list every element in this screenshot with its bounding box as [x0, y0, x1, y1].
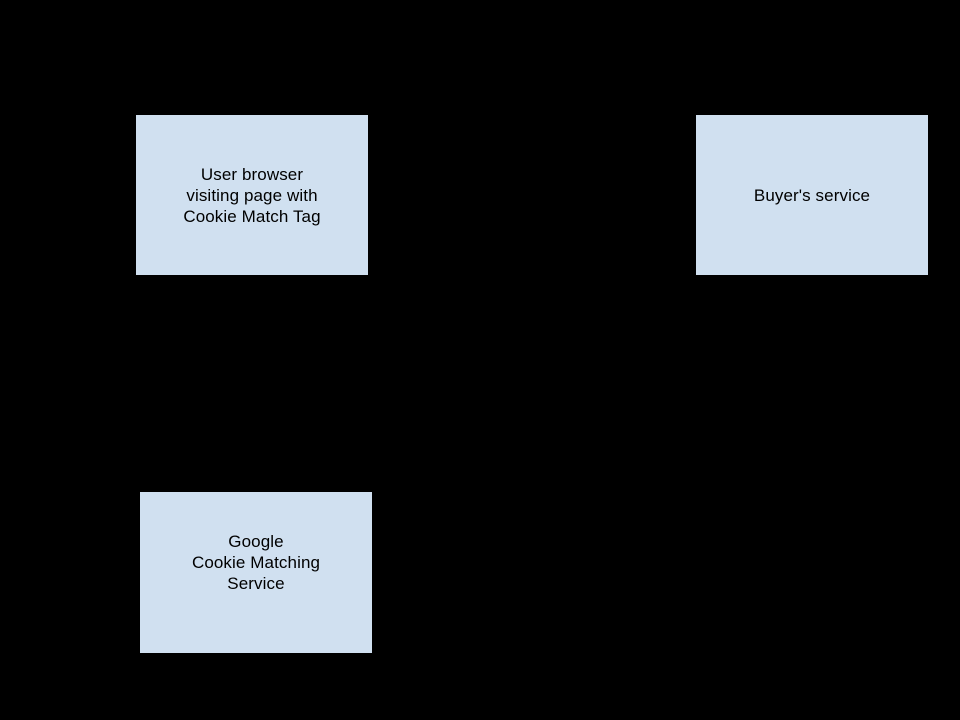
- node-google-cookie-matching-service-label: Google Cookie Matching Service: [192, 531, 320, 594]
- node-user-browser-line-2: visiting page with: [186, 185, 318, 205]
- node-google-cookie-matching-service[interactable]: Google Cookie Matching Service: [140, 492, 372, 653]
- node-buyers-service-label: Buyer's service: [754, 185, 870, 206]
- node-user-browser-label: User browser visiting page with Cookie M…: [183, 164, 320, 227]
- node-user-browser[interactable]: User browser visiting page with Cookie M…: [136, 115, 368, 275]
- node-buyers-service-line-1: Buyer's service: [753, 185, 871, 205]
- node-user-browser-line-1: User browser: [200, 164, 304, 184]
- node-google-cms-line-3: Service: [227, 574, 285, 593]
- node-google-cms-line-2: Cookie Matching: [191, 553, 321, 572]
- node-user-browser-line-3: Cookie Match Tag: [183, 206, 321, 226]
- node-buyers-service[interactable]: Buyer's service: [696, 115, 928, 275]
- node-google-cms-line-1: Google: [228, 532, 284, 551]
